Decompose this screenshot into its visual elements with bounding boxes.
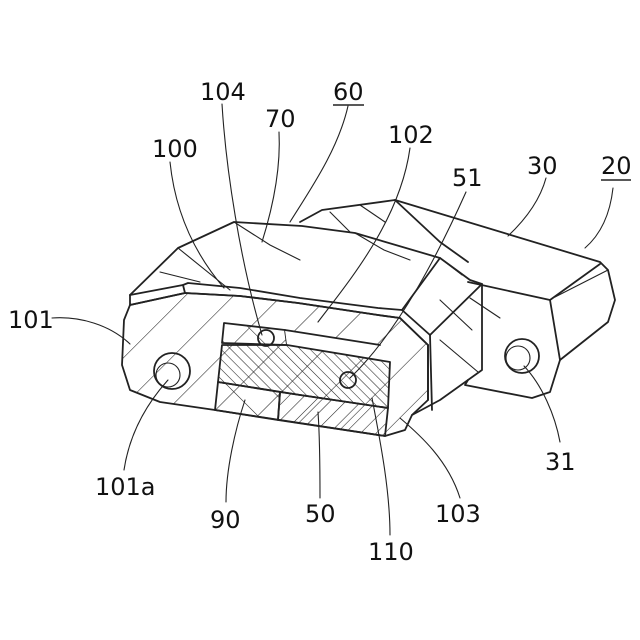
label-101: 101 — [8, 306, 54, 334]
label-50: 50 — [305, 500, 336, 528]
leader-90 — [226, 400, 245, 502]
label-31: 31 — [545, 448, 576, 476]
label-20: 20 — [601, 152, 632, 180]
hole-31 — [505, 339, 539, 373]
label-70: 70 — [265, 105, 296, 133]
leader-101 — [52, 318, 130, 344]
label-90: 90 — [210, 506, 241, 534]
leader-20 — [585, 188, 613, 248]
leader-100 — [170, 162, 224, 288]
leader-103 — [400, 418, 460, 498]
label-104: 104 — [200, 78, 246, 106]
label-60: 60 — [333, 78, 364, 106]
label-110: 110 — [368, 538, 414, 566]
label-103: 103 — [435, 500, 481, 528]
label-30: 30 — [527, 152, 558, 180]
label-51: 51 — [452, 164, 483, 192]
label-100: 100 — [152, 135, 198, 163]
label-101a: 101a — [95, 473, 156, 501]
leader-70 — [262, 132, 279, 242]
label-102: 102 — [388, 121, 434, 149]
leader-30 — [508, 178, 546, 236]
leader-60 — [290, 106, 348, 222]
